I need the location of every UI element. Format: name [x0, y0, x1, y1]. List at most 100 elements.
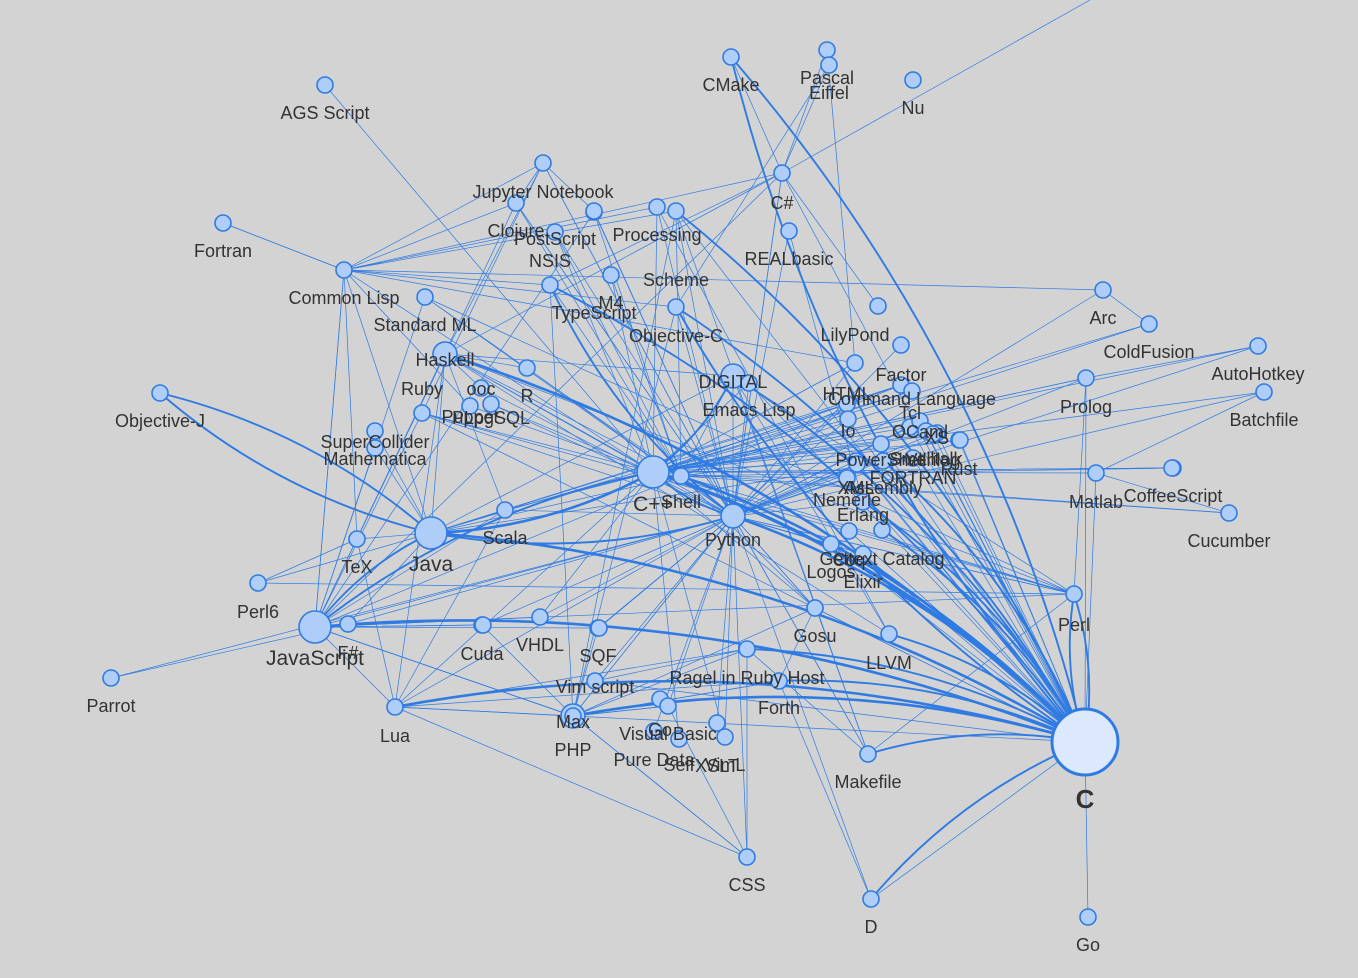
node-haskell[interactable]	[432, 341, 458, 367]
node-label-nu: Nu	[901, 98, 924, 118]
node-batchfile[interactable]	[1255, 383, 1273, 401]
node-unlabeled7[interactable]	[848, 455, 866, 473]
node-scala[interactable]	[496, 501, 514, 519]
node-label-d: D	[865, 917, 878, 937]
node-php[interactable]	[564, 707, 582, 725]
node-cucumber[interactable]	[1220, 504, 1238, 522]
node-standardml[interactable]	[416, 288, 434, 306]
node-parrot[interactable]	[102, 669, 120, 687]
node-vhdl[interactable]	[531, 608, 549, 626]
label-layer: CJavaC++JavaScriptPythonHaskellDIGITALMa…	[86, 68, 1304, 955]
node-prolog[interactable]	[1077, 369, 1095, 387]
node-ooc[interactable]	[472, 379, 490, 397]
node-csharp[interactable]	[773, 164, 791, 182]
node-css[interactable]	[738, 848, 756, 866]
node-powershell[interactable]	[872, 435, 890, 453]
node-objectivec[interactable]	[667, 202, 685, 220]
node-unlabeled2[interactable]	[869, 297, 887, 315]
node-erlang[interactable]	[854, 493, 872, 511]
node-perl[interactable]	[1065, 585, 1083, 603]
node-coq[interactable]	[840, 522, 858, 540]
node-commonlisp[interactable]	[335, 261, 353, 279]
node-nemerle[interactable]	[838, 469, 856, 487]
node-llvm[interactable]	[880, 625, 898, 643]
edge-c-logos	[830, 543, 1086, 743]
edge-vhdl-cpp	[539, 471, 654, 618]
node-scheme[interactable]	[667, 298, 685, 316]
node-lua[interactable]	[386, 698, 404, 716]
node-emacslisp[interactable]	[740, 374, 758, 392]
node-unlabeled9[interactable]	[951, 431, 969, 449]
node-unlabeled3[interactable]	[892, 336, 910, 354]
node-coldfusion[interactable]	[1140, 315, 1158, 333]
node-processing[interactable]	[648, 198, 666, 216]
node-m4[interactable]	[602, 266, 620, 284]
node-java[interactable]	[414, 516, 448, 550]
node-fortran[interactable]	[214, 214, 232, 232]
node-label-cpp: C++	[633, 493, 673, 516]
node-javascript[interactable]	[298, 610, 332, 644]
node-objectivej[interactable]	[151, 384, 169, 402]
edge-prolog-cpp	[652, 377, 1087, 473]
node-fortran[interactable]	[904, 449, 922, 467]
node-nsis[interactable]	[541, 276, 559, 294]
node-tex[interactable]	[348, 530, 366, 548]
node-supercollider[interactable]	[366, 422, 384, 440]
node-verilog[interactable]	[924, 425, 942, 443]
node-jupyter[interactable]	[534, 154, 552, 172]
node-lilypond[interactable]	[846, 354, 864, 372]
node-arc[interactable]	[1094, 281, 1112, 299]
node-r[interactable]	[518, 359, 536, 377]
node-io[interactable]	[839, 410, 857, 428]
node-ruby[interactable]	[413, 404, 431, 422]
node-xslt[interactable]	[708, 714, 726, 732]
node-eiffel[interactable]	[820, 56, 838, 74]
node-autohotkey[interactable]	[1249, 337, 1267, 355]
node-nu[interactable]	[904, 71, 922, 89]
node-label-max: Max	[556, 712, 590, 732]
node-assembly[interactable]	[874, 452, 892, 470]
node-unlabeled1[interactable]	[585, 202, 603, 220]
node-makefile[interactable]	[859, 745, 877, 763]
node-postscript[interactable]	[546, 223, 564, 241]
node-logos[interactable]	[822, 535, 840, 553]
node-visualbasic[interactable]	[659, 697, 677, 715]
node-self[interactable]	[670, 730, 688, 748]
node-d[interactable]	[862, 890, 880, 908]
node-cpp[interactable]	[636, 455, 670, 489]
edge-javascript-standardml	[314, 296, 426, 628]
node-unlabeled4[interactable]	[590, 619, 608, 637]
edge-coldfusion-shell	[680, 323, 1150, 477]
edge-lua-css	[394, 706, 748, 858]
node-python[interactable]	[720, 503, 746, 529]
node-ags[interactable]	[316, 76, 334, 94]
node-label-perl: Perl	[1058, 615, 1090, 635]
node-puppet[interactable]	[461, 397, 479, 415]
node-label-llvm: LLVM	[866, 653, 912, 673]
node-plpgsql[interactable]	[482, 395, 500, 413]
node-matlab[interactable]	[1087, 464, 1105, 482]
node-realbasic[interactable]	[780, 222, 798, 240]
edge-scheme-python	[675, 306, 734, 517]
node-unlabeled8[interactable]	[474, 616, 492, 634]
node-ragel[interactable]	[738, 640, 756, 658]
node-go[interactable]	[1079, 908, 1097, 926]
node-perl6[interactable]	[249, 574, 267, 592]
node-clojure[interactable]	[507, 194, 525, 212]
edge-commonlisp-tex	[343, 269, 358, 540]
node-elixir[interactable]	[854, 545, 872, 563]
node-mathematica[interactable]	[366, 439, 384, 457]
node-cmake[interactable]	[722, 48, 740, 66]
node-unlabeled5[interactable]	[1163, 459, 1181, 477]
node-fsharp[interactable]	[339, 615, 357, 633]
node-forth[interactable]	[770, 672, 788, 690]
node-unlabeled6[interactable]	[806, 599, 824, 617]
node-vimscript[interactable]	[586, 672, 604, 690]
node-viml[interactable]	[716, 728, 734, 746]
node-shell[interactable]	[672, 467, 690, 485]
node-commandlanguage[interactable]	[903, 382, 921, 400]
node-puredata[interactable]	[645, 722, 663, 740]
node-c[interactable]	[1050, 707, 1120, 777]
node-pascal[interactable]	[818, 41, 836, 59]
node-gettext[interactable]	[873, 521, 891, 539]
